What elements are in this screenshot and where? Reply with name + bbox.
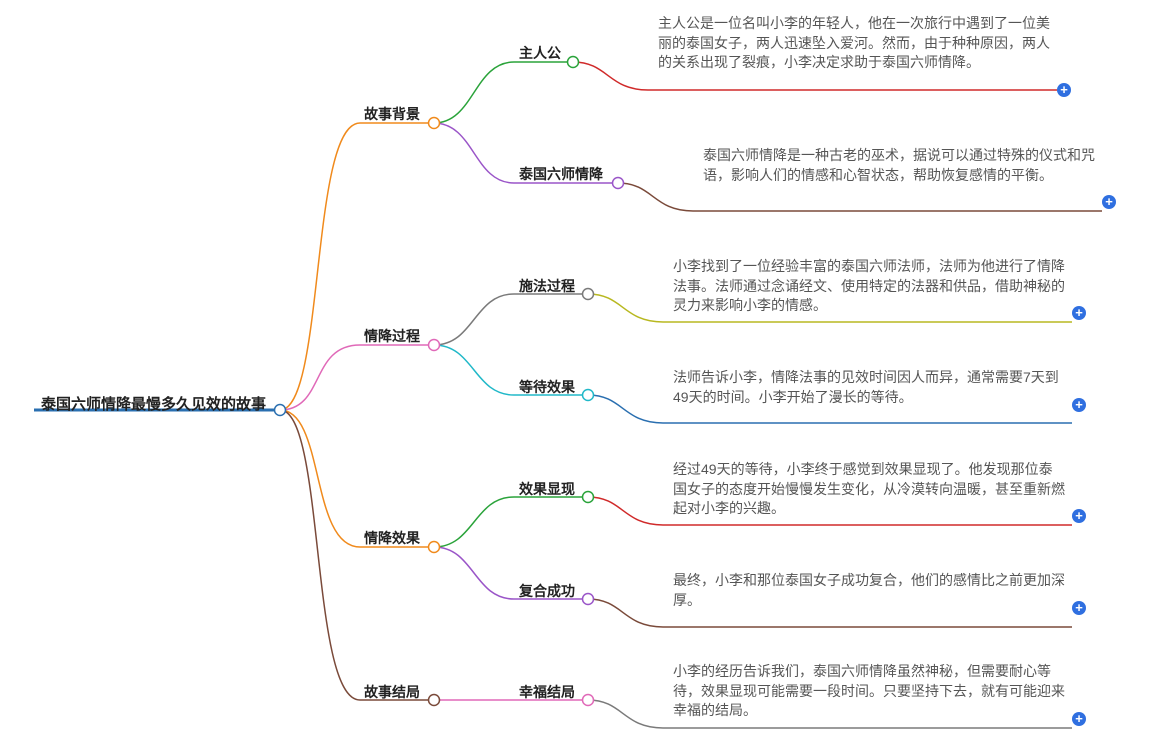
topic-node-handle[interactable] <box>581 592 595 606</box>
leaf-text-casting-process: 小李找到了一位经验丰富的泰国六师法师，法师为他进行了情降法事。法师通过念诵经文、… <box>673 258 1065 313</box>
expand-plus-icon[interactable]: + <box>1072 712 1086 726</box>
child-connector <box>433 293 588 346</box>
child-connector <box>433 546 588 600</box>
expand-plus-icon[interactable]: + <box>1072 601 1086 615</box>
expand-plus-icon[interactable]: + <box>1057 83 1071 97</box>
topic-node-handle[interactable] <box>581 490 595 504</box>
topic-node-handle[interactable] <box>581 287 595 301</box>
branch-node-handle[interactable] <box>427 540 441 554</box>
branch-node-handle[interactable] <box>427 693 441 707</box>
topic-node-handle[interactable] <box>581 388 595 402</box>
topic-node-handle[interactable] <box>581 693 595 707</box>
topic-node-handle[interactable] <box>566 55 580 69</box>
topic-reunion-success[interactable]: 复合成功 <box>519 583 575 599</box>
branch-spell-process[interactable]: 情降过程 <box>364 328 420 344</box>
leaf-connector <box>587 496 1072 526</box>
branch-connector <box>279 409 434 701</box>
leaf-connector <box>617 182 1102 212</box>
leaf-connector <box>587 699 1072 729</box>
branch-story-background[interactable]: 故事背景 <box>364 106 420 122</box>
leaf-connector <box>587 394 1072 424</box>
leaf-text-reunion-success: 最终，小李和那位泰国女子成功复合，他们的感情比之前更加深厚。 <box>673 572 1065 608</box>
topic-thai-six-master[interactable]: 泰国六师情降 <box>519 166 603 182</box>
branch-connector <box>279 122 434 411</box>
root-node-handle[interactable] <box>273 403 287 417</box>
topic-happy-ending[interactable]: 幸福结局 <box>519 684 575 700</box>
child-connector <box>433 61 573 124</box>
branch-spell-effect[interactable]: 情降效果 <box>364 530 420 546</box>
leaf-text-happy-ending: 小李的经历告诉我们，泰国六师情降虽然神秘，但需要耐心等待，效果显现可能需要一段时… <box>673 663 1065 718</box>
topic-node-handle[interactable] <box>611 176 625 190</box>
expand-plus-icon[interactable]: + <box>1072 398 1086 412</box>
child-connector <box>433 344 588 396</box>
branch-story-ending[interactable]: 故事结局 <box>364 684 420 700</box>
root-topic[interactable]: 泰国六师情降最慢多久见效的故事 <box>41 396 267 413</box>
branch-node-handle[interactable] <box>427 338 441 352</box>
branch-connector <box>279 409 434 548</box>
expand-plus-icon[interactable]: + <box>1102 195 1116 209</box>
topic-waiting-effect[interactable]: 等待效果 <box>519 379 575 395</box>
leaf-text-protagonist: 主人公是一位名叫小李的年轻人，他在一次旅行中遇到了一位美丽的泰国女子，两人迅速坠… <box>658 15 1050 70</box>
expand-plus-icon[interactable]: + <box>1072 306 1086 320</box>
leaf-text-effect-appears: 经过49天的等待，小李终于感觉到效果显现了。他发现那位泰国女子的态度开始慢慢发生… <box>673 461 1065 516</box>
branch-node-handle[interactable] <box>427 116 441 130</box>
leaf-connector <box>572 61 1057 91</box>
topic-effect-appears[interactable]: 效果显现 <box>519 481 575 497</box>
child-connector <box>433 496 588 548</box>
branch-connector <box>279 344 434 411</box>
topic-casting-process[interactable]: 施法过程 <box>519 278 575 294</box>
expand-plus-icon[interactable]: + <box>1072 509 1086 523</box>
topic-protagonist[interactable]: 主人公 <box>519 45 561 61</box>
child-connector <box>433 122 618 184</box>
leaf-text-thai-six-master: 泰国六师情降是一种古老的巫术，据说可以通过特殊的仪式和咒语，影响人们的情感和心智… <box>703 147 1095 183</box>
leaf-connector <box>587 598 1072 628</box>
leaf-connector <box>587 293 1072 323</box>
leaf-text-waiting-effect: 法师告诉小李，情降法事的见效时间因人而异，通常需要7天到49天的时间。小李开始了… <box>673 369 1059 405</box>
